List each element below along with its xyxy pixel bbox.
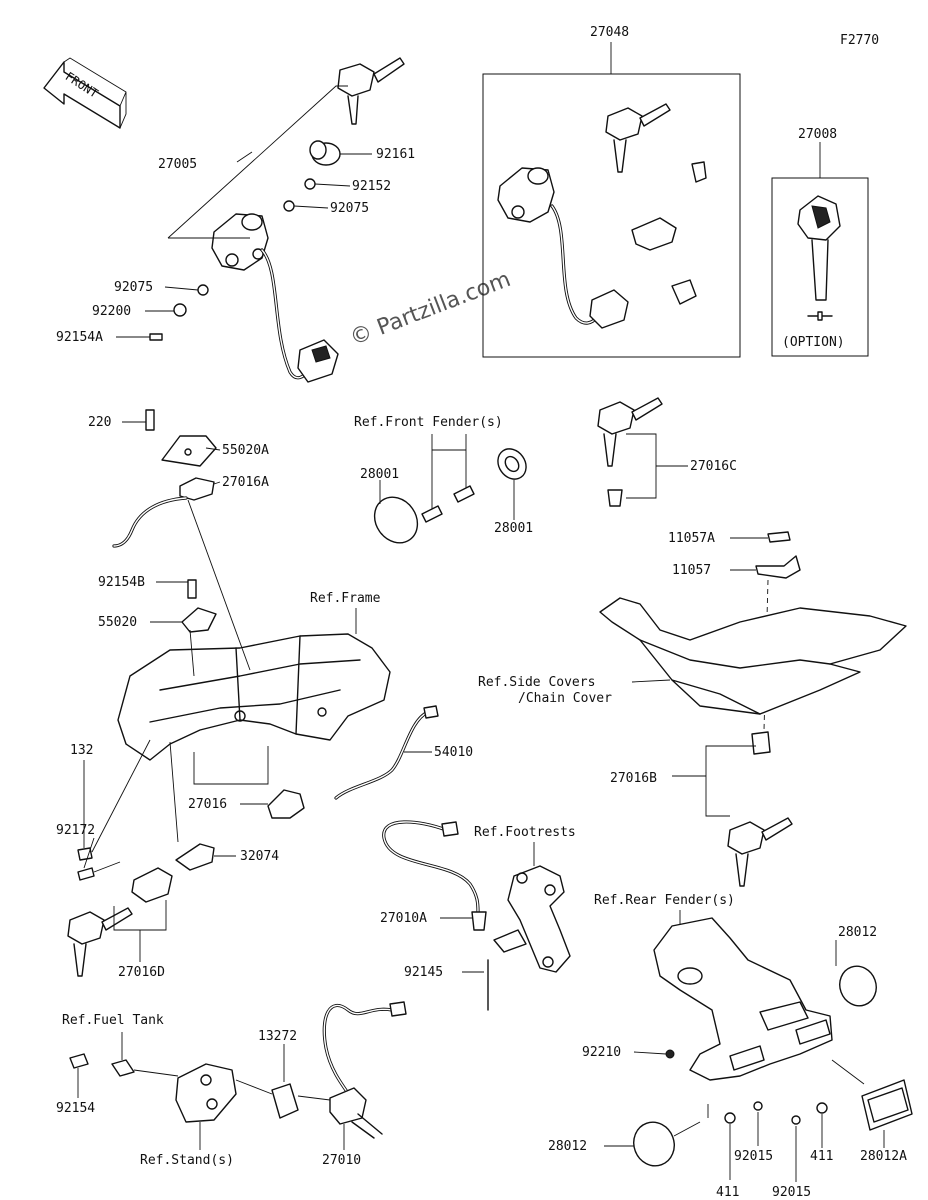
part-13272-plate: [271, 1083, 299, 1119]
part-32074-bracket: [175, 843, 215, 871]
ref-front-fender: Ref.Front Fender(s): [354, 415, 503, 430]
label-28001-a: 28001: [360, 467, 399, 482]
part-28012-cap-a: [839, 965, 877, 1007]
label-132: 132: [70, 743, 93, 758]
ref-stand: Ref.Stand(s): [140, 1153, 234, 1168]
label-54010: 54010: [434, 745, 473, 760]
ref-frame: Ref.Frame: [310, 591, 381, 606]
label-92075-a: 92075: [330, 201, 369, 216]
label-92154B: 92154B: [98, 575, 145, 590]
label-32074: 32074: [240, 849, 279, 864]
label-92172: 92172: [56, 823, 95, 838]
label-28001-b: 28001: [494, 521, 533, 536]
part-411-washer-b: [816, 1102, 828, 1114]
label-27005: 27005: [158, 157, 197, 172]
part-92015-nut-a: [753, 1101, 763, 1111]
part-27005-ignition-switch: [149, 57, 405, 383]
label-411-b: 411: [810, 1149, 833, 1164]
part-27010A-sensor: [382, 820, 487, 931]
part-27016C-group: [597, 397, 663, 507]
part-411-washer-a: [724, 1112, 736, 1124]
label-55020A: 55020A: [222, 443, 269, 458]
label-92154: 92154: [56, 1101, 95, 1116]
part-27016B-group: [727, 731, 793, 887]
figure-code: F2770: [840, 33, 879, 48]
part-92154-bolt: [69, 1053, 89, 1069]
footrest-bracket-reference: [493, 865, 571, 973]
ref-side-covers-line2: /Chain Cover: [518, 691, 612, 706]
part-27016D-group: [67, 867, 173, 977]
label-27016A: 27016A: [222, 475, 269, 490]
label-11057A: 11057A: [668, 531, 715, 546]
set-27048-parts: [497, 103, 707, 329]
part-92172-bolt: [77, 867, 95, 881]
label-27048: 27048: [590, 25, 629, 40]
watermark: © Partzilla.com: [347, 267, 514, 351]
ref-rear-fender: Ref.Rear Fender(s): [594, 893, 735, 908]
part-92210-nut: [665, 1049, 675, 1059]
label-27016D: 27016D: [118, 965, 165, 980]
part-92015-nut-b: [791, 1115, 801, 1125]
label-92161: 92161: [376, 147, 415, 162]
label-55020: 55020: [98, 615, 137, 630]
part-28001-plugs: [373, 448, 527, 544]
label-27010: 27010: [322, 1153, 361, 1168]
label-28012-a: 28012: [838, 925, 877, 940]
label-92200: 92200: [92, 304, 131, 319]
label-411-a: 411: [716, 1185, 739, 1200]
option-label: (OPTION): [782, 335, 845, 350]
label-11057: 11057: [672, 563, 711, 578]
frame-reference: [117, 633, 391, 761]
label-27008: 27008: [798, 127, 837, 142]
side-cover-reference: [599, 597, 907, 715]
set-27048-box: [482, 73, 741, 358]
label-27010A: 27010A: [380, 911, 427, 926]
label-28012A: 28012A: [860, 1149, 907, 1164]
label-92210: 92210: [582, 1045, 621, 1060]
ref-fuel-tank: Ref.Fuel Tank: [62, 1013, 164, 1028]
label-27016B: 27016B: [610, 771, 657, 786]
front-arrow-icon: FRONT: [43, 57, 127, 129]
label-13272: 13272: [258, 1029, 297, 1044]
part-55020-bracket: [181, 607, 217, 633]
label-92152: 92152: [352, 179, 391, 194]
ref-side-covers-line1: Ref.Side Covers: [478, 675, 595, 690]
part-54010-cable: [334, 705, 439, 800]
ref-footrests: Ref.Footrests: [474, 825, 576, 840]
fuel-tank-bracket-reference: [111, 1059, 135, 1077]
label-92154A: 92154A: [56, 330, 103, 345]
part-28012-cap-b: [633, 1121, 675, 1167]
part-28012A-reflector: [861, 1079, 913, 1131]
label-92015-a: 92015: [734, 1149, 773, 1164]
label-28012-b: 28012: [548, 1139, 587, 1154]
part-27010-sensor: [322, 1001, 407, 1139]
label-27016: 27016: [188, 797, 227, 812]
label-92075-b: 92075: [114, 280, 153, 295]
part-27016-switch: [267, 789, 305, 819]
stand-bracket-reference: [175, 1063, 237, 1123]
part-27016A-group: [112, 409, 217, 548]
label-27016C: 27016C: [690, 459, 737, 474]
part-27008-key: [797, 195, 841, 321]
label-220: 220: [88, 415, 111, 430]
label-92015-b: 92015: [772, 1185, 811, 1200]
rear-fender-reference: [653, 917, 833, 1081]
part-132-bolt: [77, 847, 93, 861]
label-92145: 92145: [404, 965, 443, 980]
part-92154B-bolt: [187, 579, 197, 599]
